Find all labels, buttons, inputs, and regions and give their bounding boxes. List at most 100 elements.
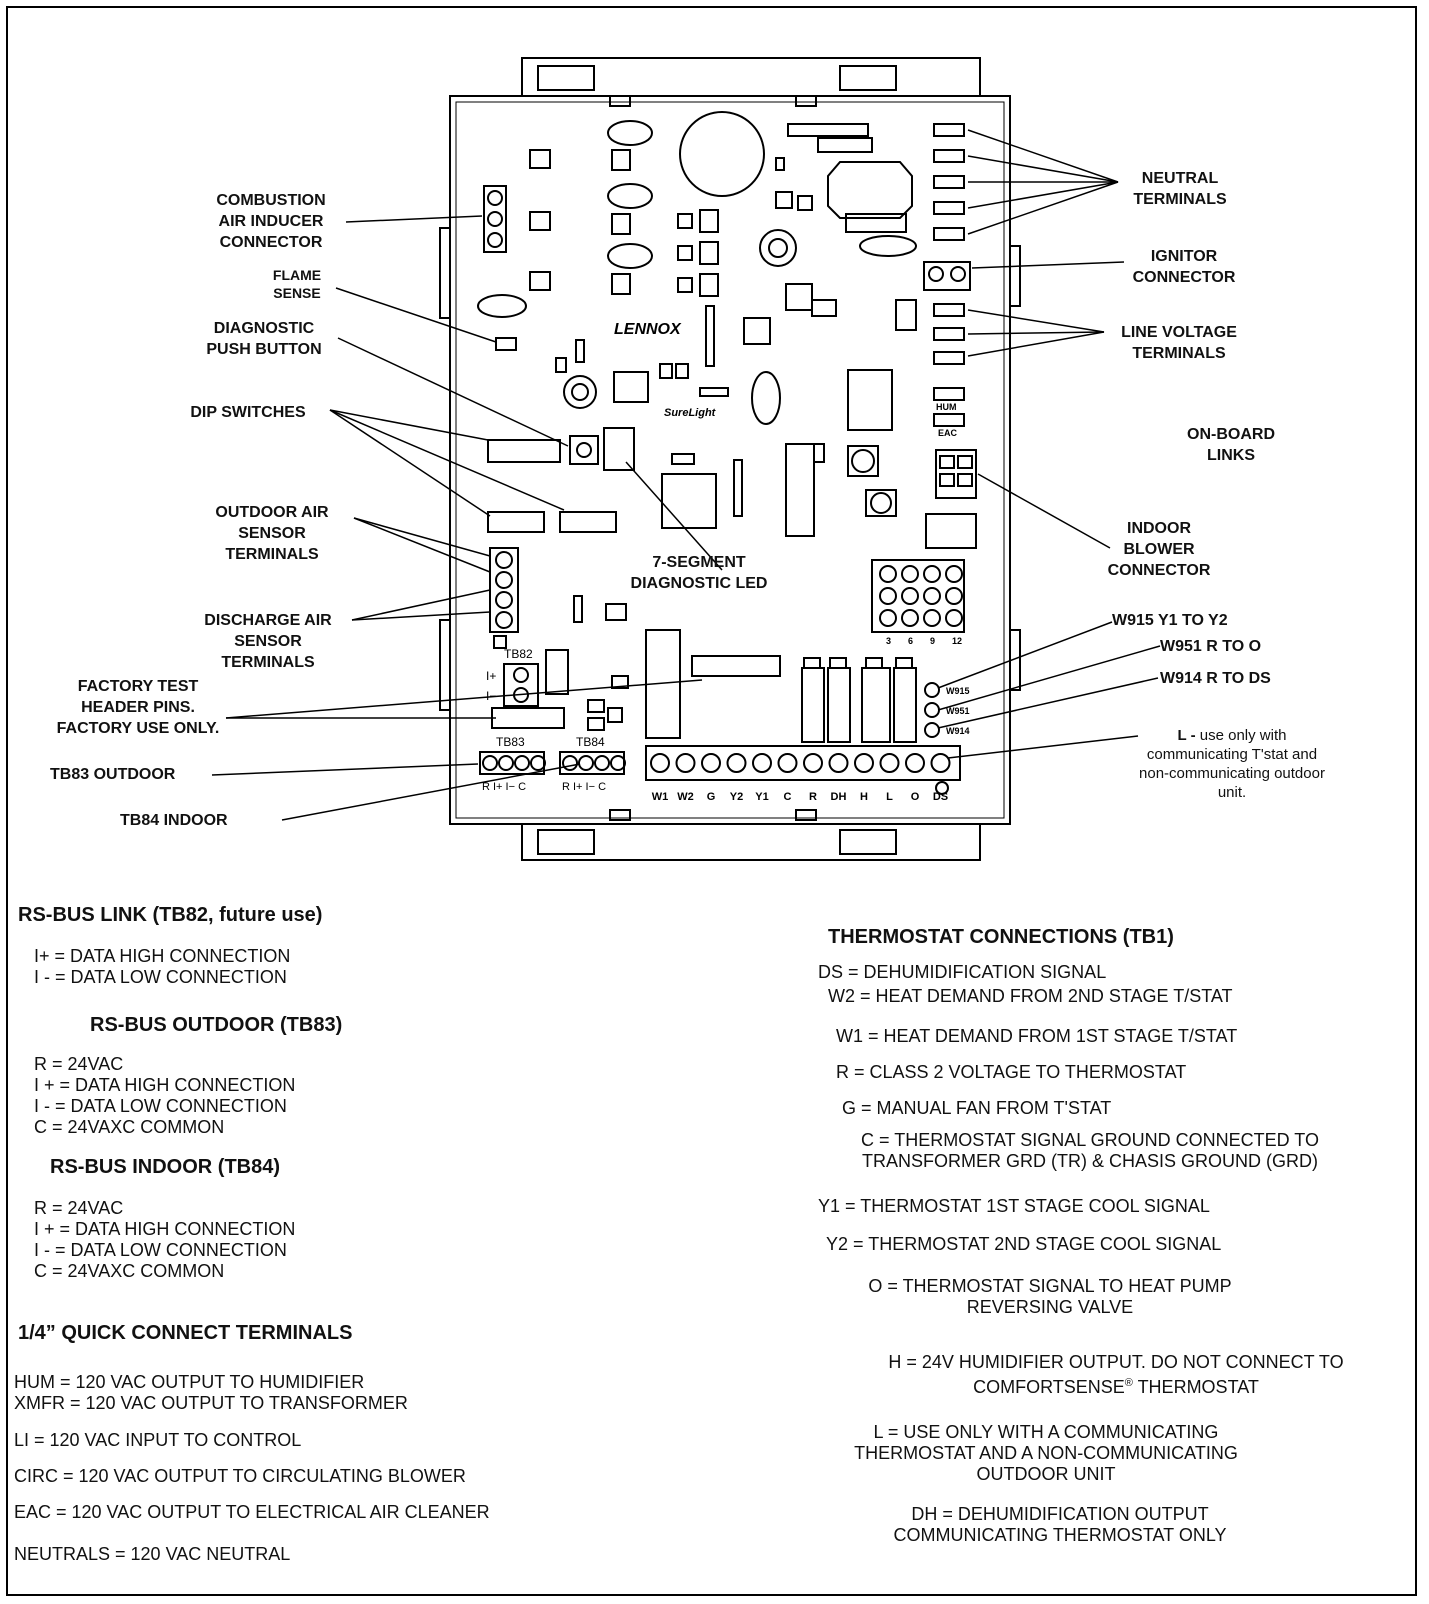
l-note: L - use only with communicating T'stat a… (1139, 727, 1325, 801)
ignitor-connector (923, 261, 971, 291)
dip-switches-callout: DIP SWITCHES (190, 404, 306, 421)
thermostat-y2: Y2 = THERMOSTAT 2ND STAGE COOL SIGNAL (826, 1234, 1222, 1254)
hum-label: HUM (936, 402, 957, 412)
discharge-air-sensor-callout: DISCHARGE AIR SENSOR TERMINALS (204, 612, 332, 671)
tb84-pins: R I+ I− C (562, 781, 606, 793)
tb83-pins: R I+ I− C (482, 781, 526, 793)
seven-segment-led (603, 427, 635, 471)
rsbus-outdoor-lines: R = 24VAC I + = DATA HIGH CONNECTION I -… (34, 1054, 296, 1137)
tb1-screw-y1 (752, 753, 772, 773)
tb1-label-ds: DS (933, 791, 948, 803)
w951-callout: W951 R TO O (1160, 638, 1262, 655)
flame-sense-callout: FLAME SENSE (272, 267, 322, 301)
tb83-label: TB83 (496, 735, 525, 749)
tb1-label-y2: Y2 (730, 791, 743, 803)
w951-board-label: W951 (946, 706, 970, 716)
tb1-label-w1: W1 (652, 791, 669, 803)
thermostat-y1: Y1 = THERMOSTAT 1ST STAGE COOL SIGNAL (818, 1196, 1210, 1216)
indoor-blower-callout: INDOOR BLOWER CONNECTOR (1107, 520, 1211, 579)
rsbus-link-lines: I+ = DATA HIGH CONNECTION I - = DATA LOW… (34, 946, 291, 987)
onboard-links-callout: ON-BOARD LINKS (1187, 426, 1275, 464)
w914-board-label: W914 (946, 726, 970, 736)
dip-switch-bank-2 (487, 511, 545, 533)
flame-sense-terminal (495, 337, 517, 351)
thermostat-l: L = USE ONLY WITH A COMMUNICATING THERMO… (854, 1422, 1238, 1484)
diagram-frame (6, 6, 1417, 1596)
quick-connect-circ: CIRC = 120 VAC OUTPUT TO CIRCULATING BLO… (14, 1466, 466, 1486)
rsbus-indoor-lines: R = 24VAC I + = DATA HIGH CONNECTION I -… (34, 1198, 296, 1281)
tb82-iminus: I− (486, 689, 496, 703)
quick-connect-title: 1/4” QUICK CONNECT TERMINALS (18, 1322, 353, 1344)
thermostat-title: THERMOSTAT CONNECTIONS (TB1) (828, 926, 1174, 948)
tb1-label-y1: Y1 (755, 791, 768, 803)
tb1-label-o: O (911, 791, 920, 803)
neutral-terminals-callout: NEUTRAL TERMINALS (1133, 170, 1227, 208)
tb1-screw-g (701, 753, 721, 773)
tb1-label-w2: W2 (677, 791, 694, 803)
w914-link (924, 722, 940, 738)
thermostat-h: H = 24V HUMIDIFIER OUTPUT. DO NOT CONNEC… (888, 1352, 1344, 1397)
dip-switch-bank-1 (487, 439, 561, 463)
tb1-screw-h (854, 753, 874, 773)
blower-pin-label-12: 12 (952, 636, 962, 646)
tb1-screw-w1 (650, 753, 670, 773)
rsbus-link-title: RS-BUS LINK (TB82, future use) (18, 904, 323, 926)
rsbus-indoor-title: RS-BUS INDOOR (TB84) (50, 1156, 281, 1178)
combustion-air-inducer-callout: COMBUSTION AIR INDUCER CONNECTOR (216, 192, 326, 251)
lennox-logo: LENNOX (614, 321, 682, 338)
thermostat-ds: DS = DEHUMIDIFICATION SIGNAL (818, 962, 1107, 982)
thermostat-g: G = MANUAL FAN FROM T'STAT (842, 1098, 1112, 1118)
blower-pin-label-3: 3 (886, 636, 891, 646)
tb83-outdoor-callout: TB83 OUTDOOR (50, 766, 176, 783)
board-outline (449, 95, 1011, 825)
surelight-logo: SureLight (664, 407, 717, 419)
dip-switch-bank-3 (559, 511, 617, 533)
w914-callout: W914 R TO DS (1160, 670, 1271, 687)
factory-test-header-2 (491, 707, 565, 729)
tb1-screw-r (803, 753, 823, 773)
w951-link (924, 702, 940, 718)
factory-test-callout: FACTORY TEST HEADER PINS. FACTORY USE ON… (56, 678, 220, 737)
thermostat-o: O = THERMOSTAT SIGNAL TO HEAT PUMP REVER… (868, 1276, 1232, 1317)
tb1-screw-w2 (675, 753, 696, 773)
thermostat-w2: W2 = HEAT DEMAND FROM 2ND STAGE T/STAT (828, 986, 1233, 1006)
tb1-terminal-strip (645, 745, 961, 781)
quick-connect-hum: HUM = 120 VAC OUTPUT TO HUMIDIFIER XMFR … (14, 1372, 408, 1413)
quick-connect-eac: EAC = 120 VAC OUTPUT TO ELECTRICAL AIR C… (14, 1502, 490, 1522)
tb1-label-dh: DH (831, 791, 847, 803)
tb84-label: TB84 (576, 735, 605, 749)
tb1-screw-o (905, 753, 925, 773)
w915-board-label: W915 (946, 686, 970, 696)
tb84-indoor-callout: TB84 INDOOR (120, 812, 228, 829)
neutral-terminals (933, 123, 965, 241)
quick-connect-li: LI = 120 VAC INPUT TO CONTROL (14, 1430, 302, 1450)
thermostat-r: R = CLASS 2 VOLTAGE TO THERMOSTAT (836, 1062, 1187, 1082)
tb1-label-h: H (860, 791, 868, 803)
tb1-label-c: C (784, 791, 792, 803)
blower-12pin-connector (871, 559, 965, 633)
outdoor-air-sensor-callout: OUTDOOR AIR SENSOR TERMINALS (215, 504, 329, 563)
diagnostic-push-button-callout: DIAGNOSTIC PUSH BUTTON (206, 320, 322, 358)
w915-link (924, 682, 940, 698)
eac-label: EAC (938, 428, 958, 438)
blower-pin-label-6: 6 (908, 636, 913, 646)
tb1-screw-dh (828, 753, 849, 773)
tb1-screw-y2 (726, 753, 747, 773)
seven-segment-led-callout: 7-SEGMENT DIAGNOSTIC LED (630, 554, 768, 592)
control-board-drawing: TB82 I+ I− TB83 TB84 R I+ I− C R I+ I− C… (211, 57, 1161, 861)
thermostat-dh: DH = DEHUMIDIFICATION OUTPUT COMMUNICATI… (893, 1504, 1227, 1545)
sensor-terminal-block (489, 547, 519, 633)
diagnostic-push-button (569, 435, 599, 465)
tb1-label-l: L (886, 791, 893, 803)
tb82-block (503, 663, 539, 707)
thermostat-c: C = THERMOSTAT SIGNAL GROUND CONNECTED T… (861, 1130, 1319, 1171)
tb1-screw-ds (930, 753, 951, 773)
tb1-label-r: R (809, 791, 817, 803)
factory-test-header (691, 655, 781, 677)
rsbus-outdoor-title: RS-BUS OUTDOOR (TB83) (90, 1014, 343, 1036)
line-voltage-callout: LINE VOLTAGE TERMINALS (1121, 324, 1237, 362)
tb1-screw-l (879, 753, 900, 773)
ignitor-connector-callout: IGNITOR CONNECTOR (1132, 248, 1236, 286)
quick-connect-neutrals: NEUTRALS = 120 VAC NEUTRAL (14, 1544, 291, 1564)
blower-pin-label-9: 9 (930, 636, 935, 646)
